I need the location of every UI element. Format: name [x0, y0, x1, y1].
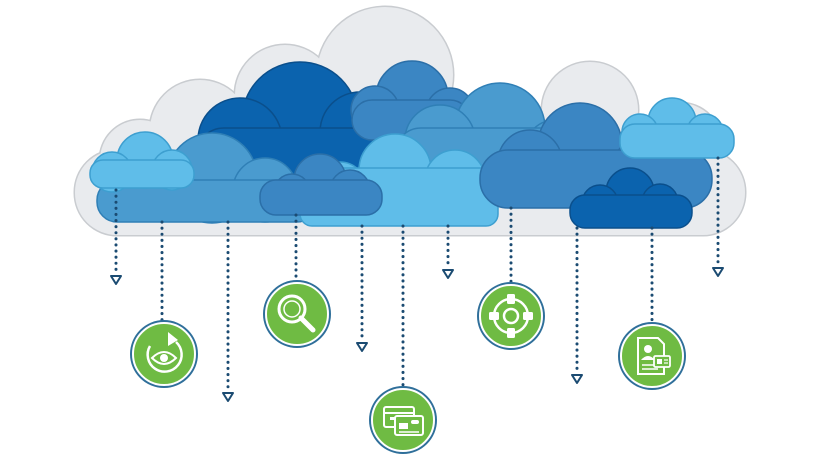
light-blue-cloud-right — [619, 97, 735, 159]
cloud-cluster — [73, 5, 747, 237]
connector-5 — [356, 224, 368, 352]
payment-card-icon — [369, 386, 437, 454]
id-document-icon — [618, 322, 686, 390]
dark-blue-cloud-right — [569, 167, 693, 229]
mid-blue-cloud-small — [259, 153, 383, 216]
connector-9 — [571, 226, 583, 384]
network-hub-icon — [477, 282, 545, 350]
magnifier-icon — [263, 280, 331, 348]
light-blue-cloud-left — [89, 131, 195, 193]
eye-refresh-icon — [130, 320, 198, 388]
connector-lines — [110, 156, 724, 402]
connector-3 — [222, 220, 234, 402]
connector-1 — [110, 188, 122, 285]
connector-11 — [712, 156, 724, 277]
connector-7 — [442, 224, 454, 279]
icon-badges — [130, 280, 686, 454]
